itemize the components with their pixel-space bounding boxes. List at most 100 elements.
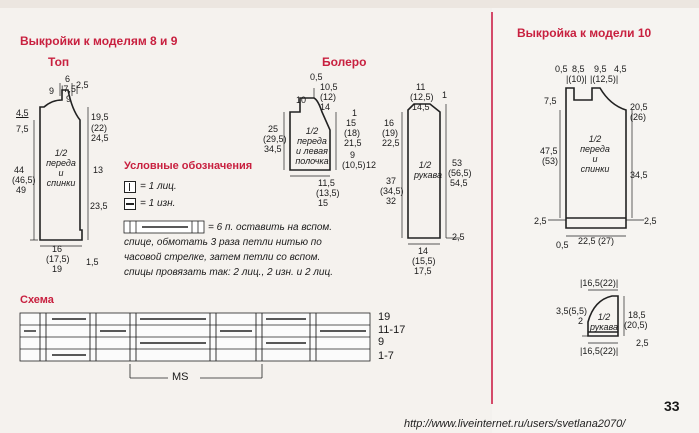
- top-dim-9b: 9: [66, 94, 72, 104]
- right-section-title: Выкройка к модели 10: [517, 26, 652, 40]
- bolero-body-outline: [289, 97, 331, 171]
- legend-title: Условные обозначения: [124, 160, 253, 172]
- bolero-sleeve-dim-125: (12,5): [410, 92, 434, 102]
- bolero-sleeve-dim-53: 53: [452, 158, 463, 168]
- top-dim-16: 16: [52, 244, 63, 254]
- bolero-sleeve-dim-1: 1: [442, 90, 448, 100]
- model10-body-outline: [565, 87, 627, 229]
- top-dim-19: 19: [52, 264, 63, 274]
- bolero-dim-1355: (13,5): [316, 188, 340, 198]
- model10-sleeve-dimlines: [582, 289, 625, 344]
- m10-dim-85: 8,5: [572, 64, 585, 74]
- legend-knit: = 1 лиц.: [140, 181, 177, 192]
- legend-special-line4: спицы провязать так: 2 лиц., 2 изн. и 2 …: [124, 267, 333, 278]
- m10-dim-95: 9,5: [594, 64, 607, 74]
- scheme-row-19: 19: [378, 311, 391, 323]
- top-dim-44: 44: [14, 165, 25, 175]
- m10-dim-225: 22,5 (27): [578, 236, 615, 246]
- bolero-dim-9: 9: [350, 150, 356, 160]
- scheme-row-9: 9: [378, 336, 385, 348]
- bolero-dim-18: (18): [344, 128, 361, 138]
- bolero-dim-05: 0,5: [310, 72, 323, 82]
- top-pattern-dimlines: [30, 83, 89, 247]
- m10-dim-05: 0,5: [555, 64, 568, 74]
- bolero-dim-295: (29,5): [263, 134, 287, 144]
- m10-dim-45: 4,5: [614, 64, 627, 74]
- bolero-dim-105: 10,5: [320, 82, 338, 92]
- m10-sleeve-dim-165: |16,5(22)|: [580, 278, 619, 288]
- page-number: 33: [664, 398, 680, 414]
- top-band: [0, 0, 699, 8]
- bolero-sleeve-dim-145: 14,5: [412, 102, 430, 112]
- section-divider: [491, 12, 493, 404]
- m10-dim-53: (53): [542, 156, 559, 166]
- bolero-sleeve-dim-19: (19): [382, 128, 399, 138]
- right-panel: [492, 0, 699, 433]
- bolero-dim-15: 15: [346, 118, 357, 128]
- bolero-dim-15b: 15: [318, 198, 329, 208]
- m10-sleeve-dim-165b: |16,5(22)|: [580, 346, 619, 356]
- legend-special-line2: спице, обмотать 3 раза петли нитью по: [124, 237, 322, 248]
- bolero-dim-1055: (10,5): [342, 160, 366, 170]
- top-dim-235: 23,5: [90, 201, 108, 211]
- top-dim-75: 7,5: [16, 124, 29, 134]
- scheme-row-11-17: 11-17: [378, 324, 406, 336]
- top-dim-245: 24,5: [91, 133, 109, 143]
- top-dim-45: 4,5: [16, 108, 29, 118]
- bolero-sleeve-dim-155: (15,5): [412, 256, 436, 266]
- bolero-sleeve-dim-16: 16: [384, 118, 395, 128]
- bolero-sleeve-dim-345: (34,5): [380, 186, 404, 196]
- top-dim-465: (46,5): [12, 175, 36, 185]
- bolero-sleeve-dim-14: 14: [418, 246, 429, 256]
- bolero-sleeve-dim-545: 54,5: [450, 178, 468, 188]
- bolero-dim-1: 1: [352, 108, 358, 118]
- m10-dim-345: 34,5: [630, 170, 648, 180]
- bolero-dim-10: 10: [296, 95, 307, 105]
- m10-sleeve-dim-205: (20,5): [624, 320, 648, 330]
- knit-symbol: [124, 181, 136, 193]
- left-section-title: Выкройки к моделям 8 и 9: [20, 34, 178, 48]
- top-pattern-outline: [39, 89, 83, 241]
- bolero-title: Болеро: [322, 55, 367, 69]
- m10-sleeve-dim-25: 2,5: [636, 338, 649, 348]
- top-dim-175: (17,5): [46, 254, 70, 264]
- bolero-sleeve-dim-565: (56,5): [448, 168, 472, 178]
- model10-body-dimlines: [548, 110, 644, 237]
- top-dim-15: 1,5: [86, 257, 99, 267]
- legend-purl: = 1 изн.: [140, 198, 176, 209]
- top-dim-25: 2,5: [76, 80, 89, 90]
- bolero-dim-12b: 12: [366, 160, 377, 170]
- bolero-sleeve-dim-175: 17,5: [414, 266, 432, 276]
- scheme-title: Схема: [20, 294, 54, 306]
- bolero-sleeve-dimlines: [401, 104, 460, 245]
- bolero-dim-1155: 11,5: [318, 178, 335, 188]
- m10-dim-475: 47,5: [540, 146, 558, 156]
- model10-sleeve-outline: [587, 295, 619, 337]
- top-dim-13: 13: [93, 165, 104, 175]
- m10-sleeve-dim-185: 18,5: [628, 310, 646, 320]
- top-title: Топ: [48, 55, 70, 69]
- scheme-ms-label: MS: [172, 371, 189, 383]
- top-dim-9: 9: [49, 86, 55, 96]
- top-dim-6: 6: [65, 74, 71, 84]
- m10-dim-25-right: 2,5: [644, 216, 657, 226]
- bolero-dim-345: 34,5: [264, 144, 282, 154]
- bolero-sleeve-dim-11: 11: [416, 82, 426, 92]
- purl-symbol: [124, 198, 136, 210]
- bolero-sleeve-dim-225: 22,5: [382, 138, 400, 148]
- m10-dim-05b: 0,5: [556, 240, 569, 250]
- legend-special-symbol: [123, 220, 205, 234]
- bolero-sleeve-dim-37: 37: [386, 176, 397, 186]
- top-dim-75p: |7,5|: [61, 84, 79, 94]
- legend-special-line3: часовой стрелке, затем петли со вспом.: [124, 252, 321, 263]
- source-url: http://www.liveinternet.ru/users/svetlan…: [404, 418, 626, 430]
- bolero-dim-12: (12): [320, 92, 337, 102]
- m10-sleeve-dim-2: 2: [578, 316, 584, 326]
- bolero-sleeve-dim-32: 32: [386, 196, 397, 206]
- m10-dim-205: 20,5: [630, 102, 648, 112]
